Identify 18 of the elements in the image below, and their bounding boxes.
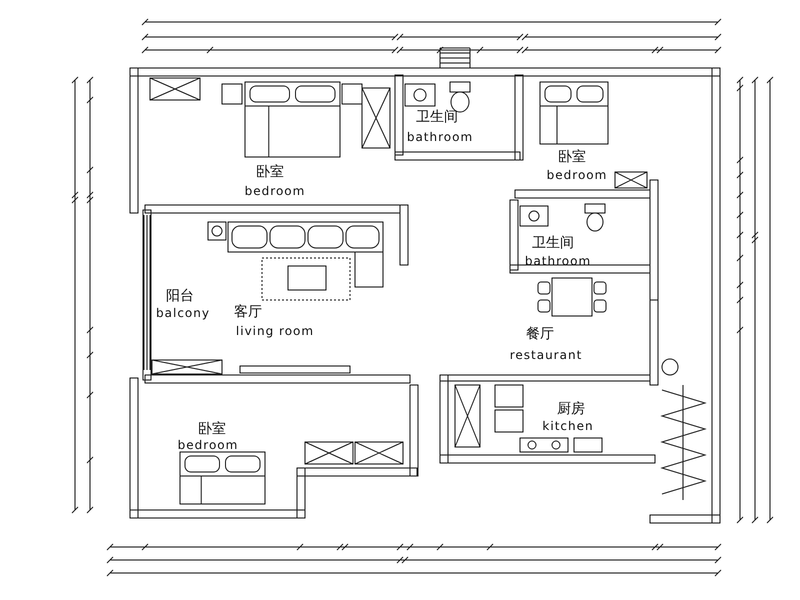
room-label: 餐厅 [526, 327, 554, 341]
room-label: restaurant [510, 349, 582, 361]
room-label: bathroom [406, 131, 474, 143]
room-label: 厨房 [557, 402, 585, 416]
room-label: balcony [156, 307, 210, 319]
room-label: 卫生间 [416, 110, 458, 124]
room-label: 客厅 [234, 305, 262, 319]
room-label: living room [236, 325, 314, 337]
room-label: bedroom [178, 439, 238, 451]
room-label: bedroom [244, 185, 306, 197]
room-label: 卫生间 [532, 236, 574, 250]
room-label: bathroom [524, 255, 592, 267]
room-label: 阳台 [166, 289, 194, 303]
room-label: 卧室 [198, 422, 226, 436]
room-label: bedroom [546, 169, 608, 181]
room-label: 卧室 [256, 165, 284, 179]
room-label: kitchen [542, 420, 594, 432]
room-label: 卧室 [558, 150, 586, 164]
